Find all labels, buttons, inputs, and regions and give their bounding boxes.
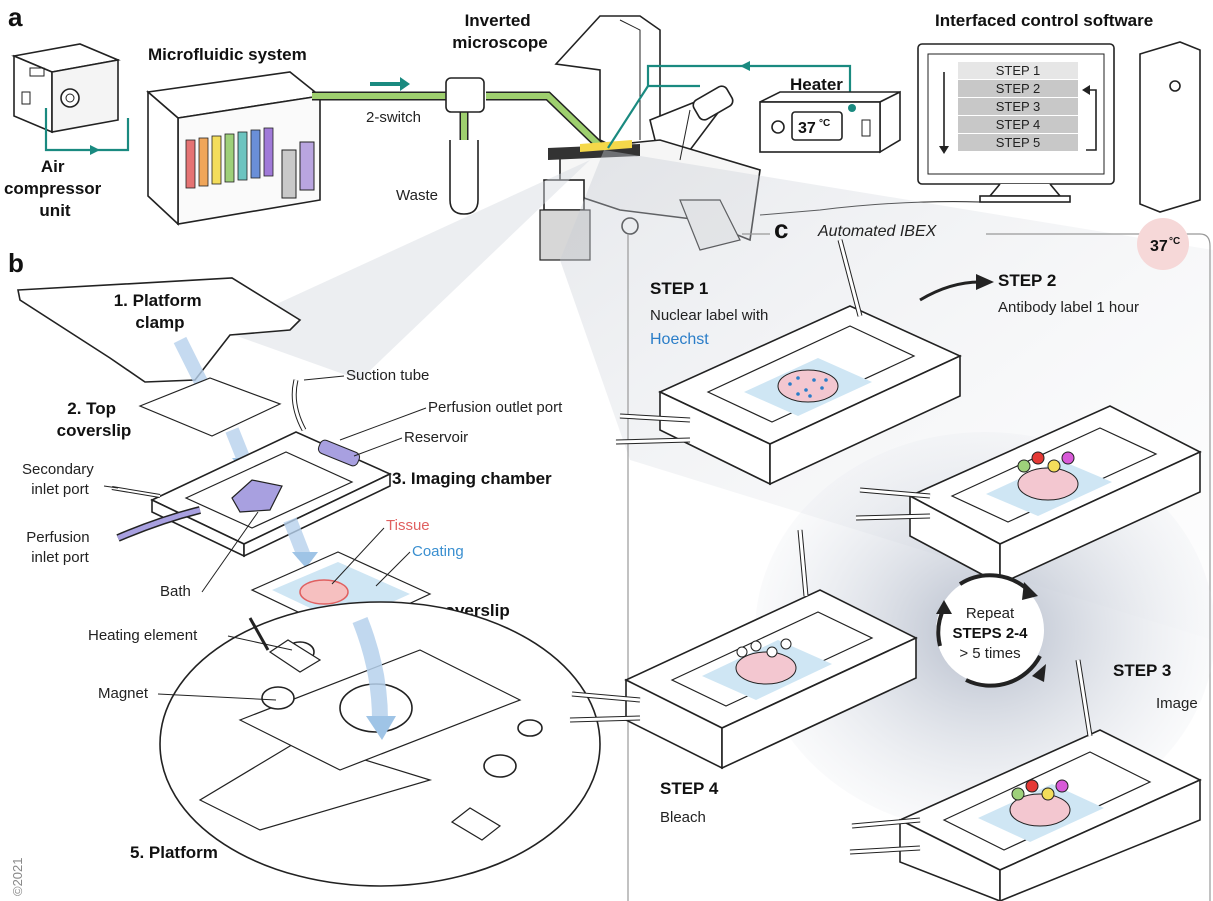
step2-title: STEP 2 — [998, 271, 1056, 290]
step3-title: STEP 3 — [1113, 661, 1171, 680]
step3-desc: Image — [1156, 695, 1198, 712]
signature: ©2021 — [10, 858, 25, 897]
waste-tube — [449, 140, 479, 215]
chamber-step2 — [855, 405, 1202, 586]
flow-arrow-3-icon — [292, 552, 318, 568]
perfusion-inlet-label-1: Perfusion — [26, 529, 89, 546]
switch-label: 2-switch — [366, 109, 421, 126]
clamp-label-2: clamp — [135, 313, 184, 332]
tissue-label: Tissue — [386, 517, 430, 534]
flow-arrow-icon — [370, 77, 410, 91]
svg-text:Inverted microscope: Inverted microscope — [452, 11, 547, 52]
software-step-4: STEP 4 — [996, 117, 1041, 132]
heater-unit-label: °C — [819, 118, 830, 129]
two-switch — [445, 77, 485, 113]
heater-arrow-icon — [740, 61, 750, 71]
heating-element-label: Heating element — [88, 627, 198, 644]
chamber-label: 3. Imaging chamber — [392, 469, 552, 488]
panel-label-c: c — [774, 214, 788, 244]
repeat-line-1: Repeat — [966, 605, 1015, 622]
temp-badge — [1137, 218, 1189, 270]
top-coverslip-label-1: 2. Top — [67, 399, 116, 418]
tube-to-microscope — [486, 93, 603, 149]
air-compressor-label-3: unit — [39, 201, 70, 220]
step1-to-step2-arrow — [919, 280, 981, 302]
top-coverslip — [138, 377, 282, 437]
microscope-label-1: Inverted — [465, 11, 531, 30]
svg-text:Perfusion inlet port: Perfusion inlet port — [26, 529, 94, 566]
coating-label: Coating — [412, 543, 464, 560]
step1-title: STEP 1 — [650, 279, 708, 298]
software-step-2: STEP 2 — [996, 81, 1041, 96]
software-step-3: STEP 3 — [996, 99, 1041, 114]
flow-arrow-4-icon — [366, 716, 396, 740]
svg-text:2. Top coverslip: 2. Top coverslip — [57, 399, 132, 440]
bath — [231, 479, 283, 513]
temp-badge-value: 37 — [1150, 238, 1168, 255]
perfusion-inlet-label-2: inlet port — [31, 549, 89, 566]
hoechst-dots — [788, 376, 828, 398]
magnet-label: Magnet — [98, 685, 149, 702]
svg-text:Secondary inlet port: Secondary inlet port — [22, 461, 98, 498]
microscope-label-2: microscope — [452, 33, 547, 52]
platform-clamp — [17, 277, 302, 383]
software-step-5: STEP 5 — [996, 135, 1041, 150]
step2-desc: Antibody label 1 hour — [998, 299, 1139, 316]
platform — [159, 601, 601, 887]
air-compressor-label-2: compressor — [4, 179, 102, 198]
heater-temp: 37 — [798, 120, 816, 137]
air-compressor-label-1: Air — [41, 157, 65, 176]
step1-reagent: Hoechst — [650, 331, 709, 348]
suction-label: Suction tube — [346, 367, 429, 384]
tissue — [299, 579, 349, 605]
top-coverslip-label-2: coverslip — [57, 421, 132, 440]
svg-text:Air compressor unit: Air compressor unit — [4, 157, 106, 220]
imaging-chamber — [111, 379, 392, 558]
chamber-step4 — [569, 529, 918, 770]
panel-c-title: Automated IBEX — [817, 223, 938, 240]
reservoir-label: Reservoir — [404, 429, 468, 446]
panel-label-a: a — [8, 2, 23, 32]
chamber-step1 — [615, 239, 962, 486]
secondary-inlet-label-2: inlet port — [31, 481, 89, 498]
heater-unit — [759, 90, 901, 154]
air-arrow-icon — [90, 145, 100, 155]
software-step-list: STEP 1 STEP 2 STEP 3 STEP 4 STEP 5 — [939, 62, 1097, 154]
software-title: Interfaced control software — [935, 11, 1153, 30]
step4-desc: Bleach — [660, 809, 706, 826]
step4-title: STEP 4 — [660, 779, 719, 798]
air-compressor-unit — [11, 43, 121, 134]
heater-label: Heater — [790, 75, 843, 94]
air-line — [44, 108, 130, 152]
microfluidic-system — [146, 71, 322, 226]
waste-label: Waste — [396, 187, 438, 204]
chamber-step3 — [849, 659, 1202, 901]
panel-label-b: b — [8, 248, 24, 278]
platform-label: 5. Platform — [130, 843, 218, 862]
reagent-tubes — [185, 127, 274, 189]
microfluidic-label: Microfluidic system — [148, 45, 307, 64]
temp-badge-unit: °C — [1169, 236, 1180, 247]
clamp-label-1: 1. Platform — [114, 291, 202, 310]
secondary-inlet-label-1: Secondary — [22, 461, 94, 478]
bath-label: Bath — [160, 583, 191, 600]
repeat-cycle — [936, 573, 1046, 688]
outlet-label: Perfusion outlet port — [428, 399, 563, 416]
repeat-line-2: STEPS 2-4 — [952, 625, 1028, 642]
panel-c-frame — [627, 233, 1211, 901]
software-step-1: STEP 1 — [996, 63, 1041, 78]
step1-desc: Nuclear label with — [650, 307, 768, 324]
repeat-line-3: > 5 times — [959, 645, 1020, 662]
svg-text:1. Platform clamp: 1. Platform clamp — [114, 291, 207, 332]
